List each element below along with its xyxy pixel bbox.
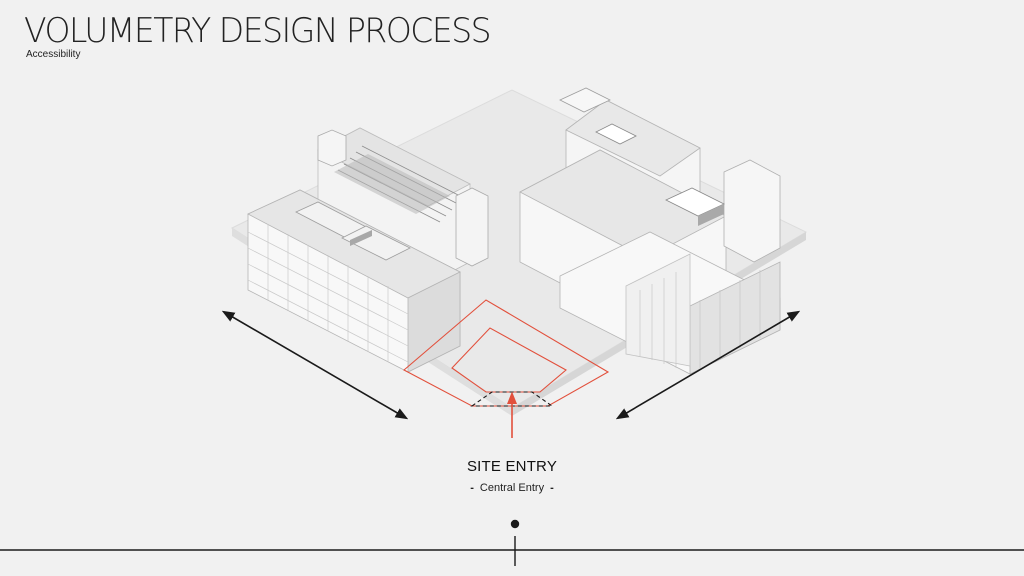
timeline-marker-dot[interactable] [510,519,520,529]
page-title: VOLUMETRY DESIGN PROCESS [24,10,492,51]
right-street-arrow [615,310,801,420]
entry-plaza [403,299,610,407]
central-entry-text: Central Entry [479,482,545,494]
central-entry-caption: -Central Entry- [0,482,1024,494]
site-entry-label: SITE ENTRY [466,458,558,475]
caption-dash-right: - [550,482,554,494]
page-subtitle: Accessibility [26,49,81,60]
caption-dash-left: - [470,482,474,494]
left-street-arrow [221,310,409,420]
